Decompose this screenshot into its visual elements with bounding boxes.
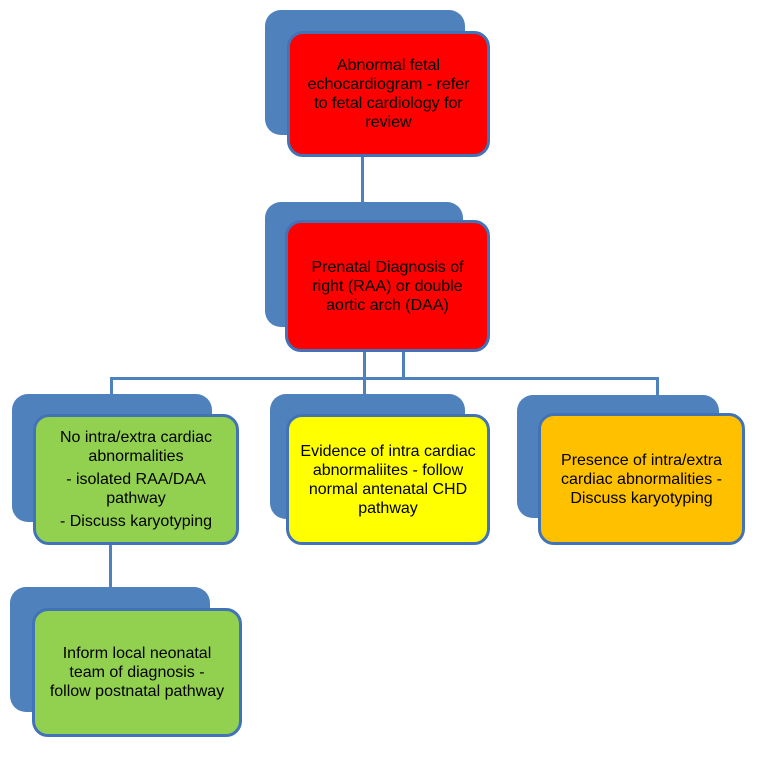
node-prenatal-diagnosis-label: Prenatal Diagnosis of right (RAA) or dou… [311,258,464,314]
connector-branch-horizontal [110,377,659,380]
node-no-abnormalities-line-2: - isolated RAA/DAA pathway [66,471,206,507]
connector-echo-to-prenatal [361,157,364,202]
connector-prenatal-stub [402,350,405,379]
node-prenatal-diagnosis: Prenatal Diagnosis of right (RAA) or dou… [265,202,490,352]
node-no-abnormalities-line-3: - Discuss karyotyping [59,513,213,530]
node-intra-cardiac-evidence: Evidence of intra cardiac abnormaliites … [270,394,491,545]
node-inform-neonatal-box: Inform local neonatal team of diagnosis … [32,608,242,737]
node-intra-extra-presence: Presence of intra/extra cardiac abnormal… [517,395,745,545]
node-abnormal-echo-label: Abnormal fetal echocardiogram - refer to… [307,57,470,131]
node-intra-extra-presence-label: Presence of intra/extra cardiac abnormal… [561,451,722,507]
node-intra-cardiac-evidence-label: Evidence of intra cardiac abnormaliites … [300,442,476,517]
node-no-abnormalities: No intra/extra cardiac abnormalities - i… [12,394,239,545]
node-abnormal-echo-box: Abnormal fetal echocardiogram - refer to… [287,31,490,157]
node-no-abnormalities-line-1: No intra/extra cardiac abnormalities [59,429,213,465]
connector-prenatal-to-middle [363,350,366,394]
node-no-abnormalities-box: No intra/extra cardiac abnormalities - i… [33,414,239,545]
node-intra-cardiac-evidence-box: Evidence of intra cardiac abnormaliites … [286,414,490,545]
connector-branch-right-drop [656,377,659,396]
node-prenatal-diagnosis-box: Prenatal Diagnosis of right (RAA) or dou… [285,220,490,352]
node-inform-neonatal: Inform local neonatal team of diagnosis … [10,587,242,737]
connector-branch-left-drop [110,377,113,395]
node-inform-neonatal-label: Inform local neonatal team of diagnosis … [49,645,225,700]
node-intra-extra-presence-box: Presence of intra/extra cardiac abnormal… [538,413,745,545]
connector-green-to-postnatal [109,545,112,588]
node-abnormal-echo: Abnormal fetal echocardiogram - refer to… [265,10,490,157]
